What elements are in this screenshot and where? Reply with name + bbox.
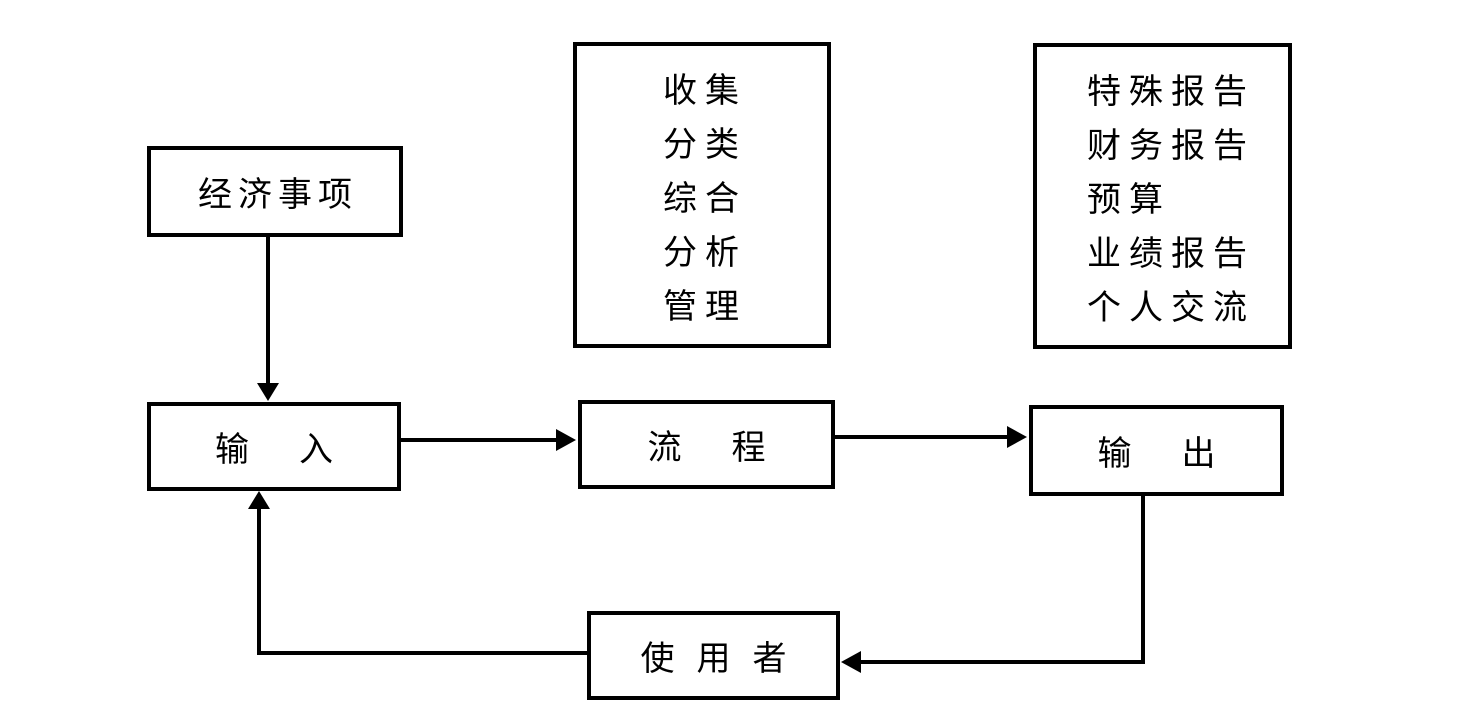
function-item-collect: 收集 [663,71,747,111]
user-label: 使用者 [640,639,809,679]
output-box: 输出 [1029,405,1284,496]
report-item-personal: 个人交流 [1087,288,1255,328]
function-item-analyze: 分析 [663,233,747,273]
arrow-up-icon [248,491,270,509]
report-item-special: 特殊报告 [1087,72,1255,112]
arrow-user-to-input-horizontal-segment [257,651,587,655]
input-box: 输入 [147,402,401,491]
function-item-manage: 管理 [663,287,747,327]
processing-functions-box: 收集 分类 综合 分析 管理 [573,42,831,348]
report-item-performance: 业绩报告 [1087,234,1255,274]
report-item-financial: 财务报告 [1087,126,1255,166]
function-item-synthesize: 综合 [663,179,747,219]
output-label: 输出 [1097,434,1266,474]
report-item-budget: 预算 [1087,180,1171,220]
process-label: 流程 [647,428,816,468]
arrow-input-to-process-segment [400,438,558,442]
user-box: 使用者 [587,611,840,700]
function-item-classify: 分类 [663,125,747,165]
economic-event-box: 经济事项 [147,146,403,237]
arrow-process-to-output-segment [834,435,1009,439]
arrow-down-icon [257,383,279,401]
arrow-output-to-user-horizontal-segment [860,660,1143,664]
economic-event-label: 经济事项 [198,175,358,215]
arrow-economic-to-input-segment [266,236,270,386]
arrow-right-icon [1007,426,1027,448]
arrow-right-icon [556,429,576,451]
arrow-left-icon [841,651,861,673]
arrow-output-to-user-vertical-segment [1141,495,1145,664]
arrow-user-to-input-vertical-segment [257,505,261,655]
output-reports-box: 特殊报告 财务报告 预算 业绩报告 个人交流 [1033,43,1292,349]
input-label: 输入 [215,430,383,470]
process-box: 流程 [578,400,835,489]
